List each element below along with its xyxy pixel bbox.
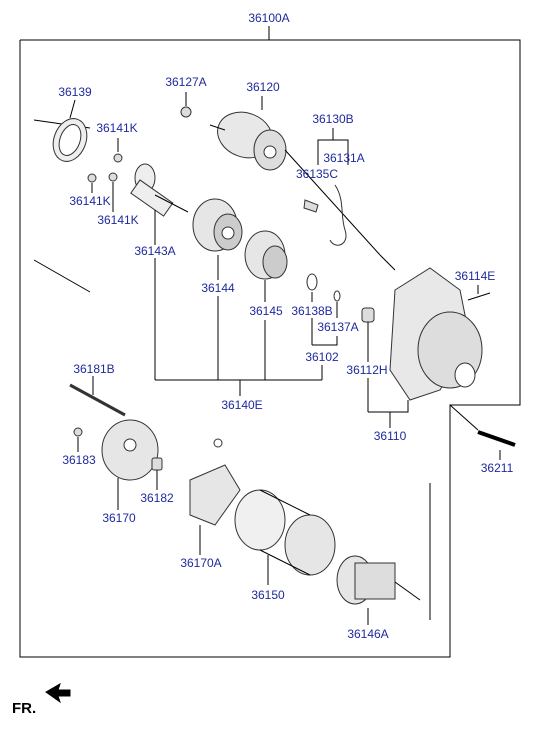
part-label-36141K-top: 36141K <box>96 121 138 135</box>
part-label-36143A: 36143A <box>134 244 176 258</box>
part-label-36182: 36182 <box>140 491 174 505</box>
part-label-36102: 36102 <box>305 350 339 364</box>
part-label-36211: 36211 <box>480 461 514 475</box>
part-36137A-ring <box>333 290 341 302</box>
part-label-36183: 36183 <box>62 453 96 467</box>
part-label-36141K-right: 36141K <box>97 213 139 227</box>
part-label-36114E: 36114E <box>454 269 496 283</box>
part-36110-housing <box>389 267 483 401</box>
part-label-36120: 36120 <box>246 80 280 94</box>
part-label-36110: 36110 <box>373 429 407 443</box>
part-label-36130B: 36130B <box>312 112 354 126</box>
part-36211-bolt <box>477 430 516 447</box>
part-36145-pinion <box>244 230 288 280</box>
part-36139-cover <box>52 118 88 162</box>
part-36141K-nuts <box>87 153 123 183</box>
part-36170A-brush-holder <box>189 438 241 526</box>
part-36150-yoke <box>234 489 336 576</box>
part-label-36140E: 36140E <box>221 398 263 412</box>
part-label-36100A: 36100A <box>248 11 290 25</box>
direction-label: FR. <box>12 700 37 717</box>
part-36144-clutch <box>192 198 243 252</box>
part-36120-solenoid <box>209 111 287 171</box>
part-label-36135C: 36135C <box>295 167 339 181</box>
part-label-36150: 36150 <box>251 588 285 602</box>
part-label-36145: 36145 <box>249 304 283 318</box>
part-36143A-shaft <box>130 163 189 217</box>
part-36131A-lever <box>303 184 347 246</box>
part-label-36127A: 36127A <box>165 75 207 89</box>
part-36146A-armature <box>336 555 421 605</box>
part-label-36112H: 36112H <box>346 363 388 377</box>
part-36138B-ring <box>306 273 318 291</box>
part-label-36137A: 36137A <box>317 320 359 334</box>
part-36181B-bolt <box>69 383 126 417</box>
part-label-36138B: 36138B <box>291 304 333 318</box>
part-label-36181B: 36181B <box>73 362 115 376</box>
leader-36139-b <box>33 259 91 293</box>
part-36127A-nut <box>180 106 192 118</box>
part-label-36170A: 36170A <box>180 556 222 570</box>
part-label-36146A: 36146A <box>347 627 389 641</box>
part-36112H-bushing <box>361 307 375 323</box>
part-label-36139: 36139 <box>58 85 92 99</box>
part-36182-bushing <box>151 457 163 471</box>
part-label-36144: 36144 <box>201 281 235 295</box>
part-label-36141K-left: 36141K <box>69 194 111 208</box>
fr-arrow-icon <box>45 682 71 704</box>
part-label-36170: 36170 <box>102 511 136 525</box>
part-36183-screw <box>73 427 83 437</box>
part-36114E-screw <box>467 292 491 301</box>
part-label-36131A: 36131A <box>323 151 365 165</box>
part-36170-end-cover <box>101 419 159 481</box>
